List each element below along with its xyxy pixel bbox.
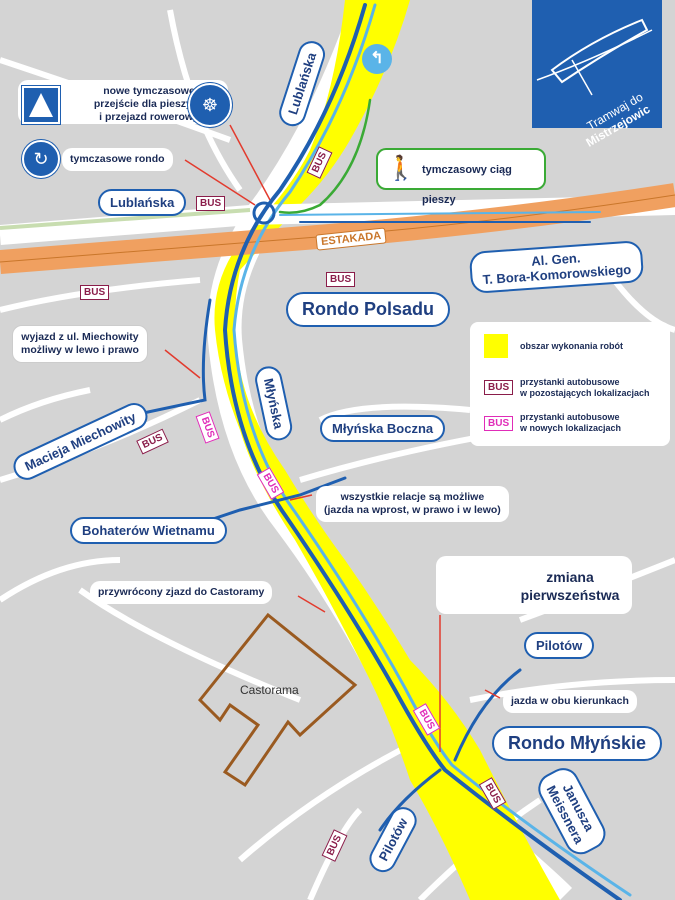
- legend-works-swatch: [484, 334, 508, 358]
- temporary-roundabout: [252, 201, 276, 225]
- pedestrian-crossing-icon: [22, 86, 60, 124]
- legend-bus-new: przystanki autobusowe w nowych lokalizac…: [520, 412, 621, 434]
- street-mlynska-boczna: Młyńska Boczna: [320, 415, 446, 442]
- legend-old-line2: w pozostających lokalizacjach: [520, 388, 650, 398]
- leader-relacje: [289, 494, 313, 501]
- leader-castorama: [297, 595, 326, 613]
- leader-miechowity: [164, 349, 201, 379]
- bus-stop-old: BUS: [326, 272, 356, 287]
- note-miechowity: wyjazd z ul. Miechowity możliwy w lewo i…: [12, 325, 148, 363]
- note-crossing-line1: nowe tymczasowe: [103, 85, 195, 97]
- legend-works: obszar wykonania robót: [520, 341, 624, 351]
- leader-rondo: [184, 159, 256, 206]
- background-streets: [0, 9, 675, 900]
- note-miechowity-line1: wyjazd z ul. Miechowity: [21, 331, 139, 343]
- street-lublanska-left: Lublańska: [98, 189, 187, 216]
- note-crossing-line3: i przejazd rowerowy: [99, 111, 199, 123]
- route-pedestrian: [278, 98, 372, 214]
- note-pedestrian-text: tymczasowy ciąg pieszy: [422, 164, 512, 206]
- note-relacje: wszystkie relacje są możliwe (jazda na w…: [316, 486, 509, 522]
- note-relacje-line2: (jazda na wprost, w prawo i w lewo): [324, 504, 501, 516]
- pedestrian-icon: 🚶: [386, 155, 416, 182]
- note-miechowity-line2: możliwy w lewo i prawo: [21, 344, 139, 356]
- works-area: [214, 0, 560, 900]
- legend-bus-old-swatch: BUS: [484, 380, 514, 395]
- route-dark-main: [222, 3, 622, 900]
- route-dark-lower: [378, 668, 522, 832]
- castorama-building: [197, 612, 358, 788]
- street-bohaterow: Bohaterów Wietnamu: [70, 517, 227, 544]
- bus-stop-old: BUS: [80, 285, 110, 300]
- rondo-mlynskie: Rondo Młyńskie: [492, 726, 663, 761]
- legend-new-line2: w nowych lokalizacjach: [520, 423, 622, 433]
- legend-bus-new-swatch: BUS: [484, 416, 514, 431]
- bus-stop-old: BUS: [196, 196, 226, 211]
- legend-new-line1: przystanki autobusowe: [520, 412, 620, 422]
- main-road-corridor: [207, 0, 573, 900]
- roundabout-icon: ↻: [22, 140, 60, 178]
- legend: obszar wykonania robót BUS przystanki au…: [470, 322, 670, 446]
- note-priority: zmiana pierwszeństwa: [436, 556, 632, 614]
- note-both-directions: jazda w obu kierunkach: [503, 690, 637, 713]
- note-priority-line2: pierwszeństwa: [520, 587, 620, 603]
- note-priority-line1: zmiana: [546, 569, 594, 585]
- note-castorama-exit: przywrócony zjazd do Castoramy: [90, 581, 273, 604]
- note-crossing-line2: przejście dla pieszych: [93, 98, 205, 110]
- note-rondo: tymczasowe rondo: [62, 148, 173, 171]
- route-bora-light: [279, 211, 601, 216]
- street-pilotow-right: Pilotów: [524, 632, 595, 659]
- bicycle-icon: ☸: [188, 83, 232, 127]
- note-relacje-line1: wszystkie relacje są możliwe: [340, 491, 485, 503]
- tram-icon: [536, 18, 653, 96]
- route-light-main: [232, 3, 632, 897]
- leader-both: [484, 689, 501, 699]
- legend-old-line1: przystanki autobusowe: [520, 377, 620, 387]
- note-pedestrian: tymczasowy ciąg pieszy: [376, 148, 546, 206]
- legend-bus-old: przystanki autobusowe w pozostających lo…: [520, 377, 650, 399]
- turn-left-icon: ↰: [362, 44, 392, 74]
- road-lublanska-green: [0, 208, 251, 230]
- rondo-polsadu: Rondo Polsadu: [286, 292, 450, 327]
- leader-crossing: [229, 124, 271, 201]
- castorama-label: Castorama: [240, 683, 299, 697]
